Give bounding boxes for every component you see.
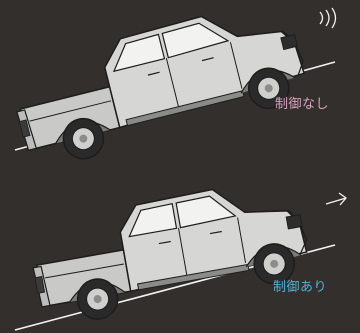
pickup-truck-top (16, 15, 306, 160)
label-without-control: 制御なし (275, 97, 330, 112)
scene-with-control (14, 188, 347, 331)
arrow-right-icon (325, 192, 347, 206)
scene-without-control (14, 7, 337, 160)
pickup-truck-bottom (32, 188, 308, 320)
oscillation-icon (319, 7, 337, 29)
label-with-control: 制御あり (273, 280, 328, 295)
